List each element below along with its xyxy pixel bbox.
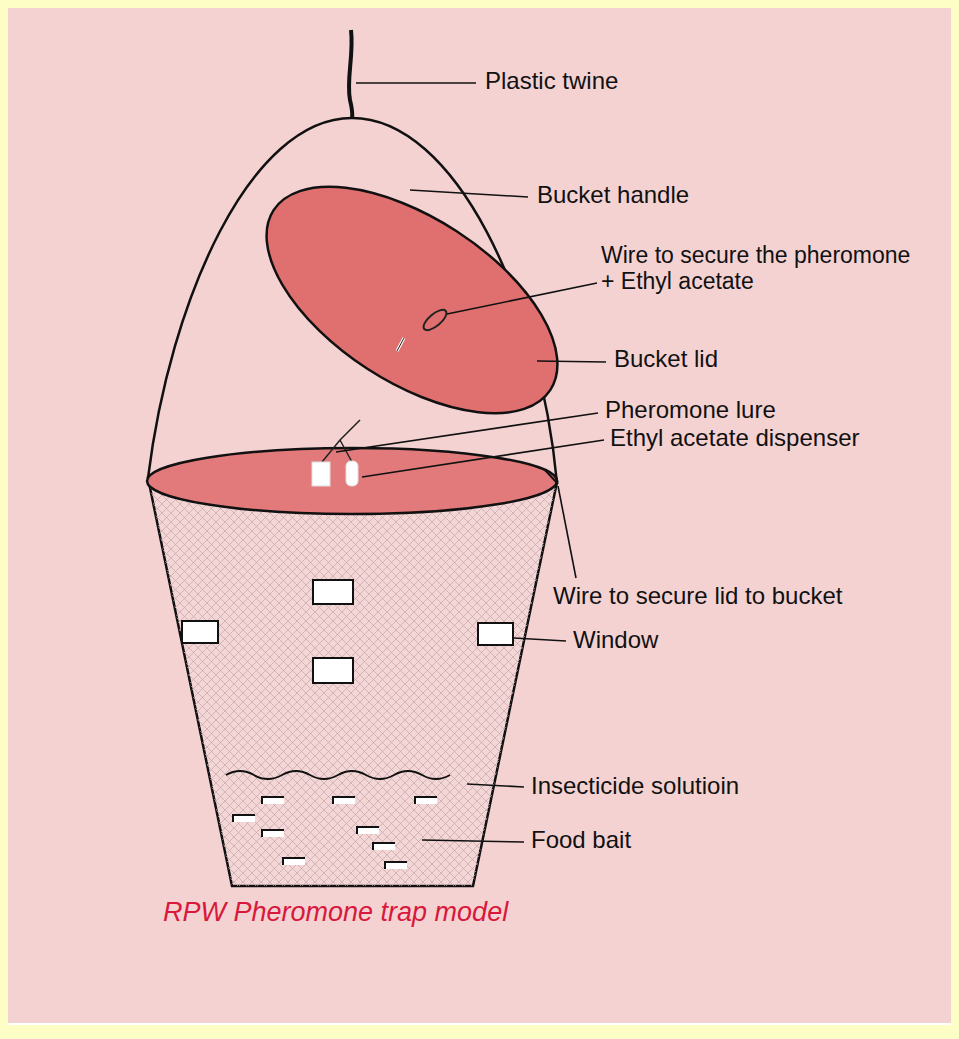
bucket-body (148, 478, 557, 886)
part-label: Ethyl acetate dispenser (610, 425, 859, 452)
window (478, 623, 513, 645)
part-label: Food bait (531, 827, 631, 854)
bait-piece (262, 830, 284, 837)
bait-edge (233, 815, 255, 822)
wire-end (397, 338, 404, 351)
part-label: Plastic twine (485, 68, 618, 95)
bait-edge (283, 858, 305, 865)
bait-edge (385, 862, 407, 869)
part-label: Pheromone lure (605, 397, 776, 424)
food-bait (233, 797, 437, 869)
bait-edge (357, 827, 379, 834)
bait-piece (385, 862, 407, 869)
bait-edge (373, 843, 395, 850)
bait-piece (233, 815, 255, 822)
lid-wire (545, 470, 558, 484)
window (182, 621, 218, 643)
wire-loop (420, 306, 449, 333)
caption: RPW Pheromone trap model (163, 897, 508, 928)
part-label: Window (573, 627, 658, 654)
pheromone-lure (312, 462, 330, 486)
bucket-opening (147, 448, 557, 514)
bait-piece (357, 827, 379, 834)
ethyl-acetate-dispenser (346, 461, 358, 486)
lure-wire (322, 420, 360, 462)
window (313, 658, 353, 683)
part-label: Insecticide solutioin (531, 773, 739, 800)
bait-edge (333, 797, 355, 804)
window (313, 580, 353, 604)
bait-edge (262, 830, 284, 837)
bait-edge (415, 797, 437, 804)
solution-surface (226, 771, 450, 779)
part-label: Wire to secure the pheromone + Ethyl ace… (601, 243, 919, 295)
bait-piece (333, 797, 355, 804)
plastic-twine (349, 30, 353, 118)
bait-piece (415, 797, 437, 804)
bait-piece (373, 843, 395, 850)
background (8, 8, 951, 1024)
frame-line (8, 1023, 951, 1025)
wire-end (397, 338, 404, 351)
part-label: Wire to secure lid to bucket (553, 583, 842, 610)
bait-edge (262, 797, 284, 804)
bait-piece (283, 858, 305, 865)
part-label: Bucket lid (614, 346, 718, 373)
part-label: Bucket handle (537, 182, 689, 209)
bait-piece (262, 797, 284, 804)
bucket-mesh (148, 478, 557, 886)
